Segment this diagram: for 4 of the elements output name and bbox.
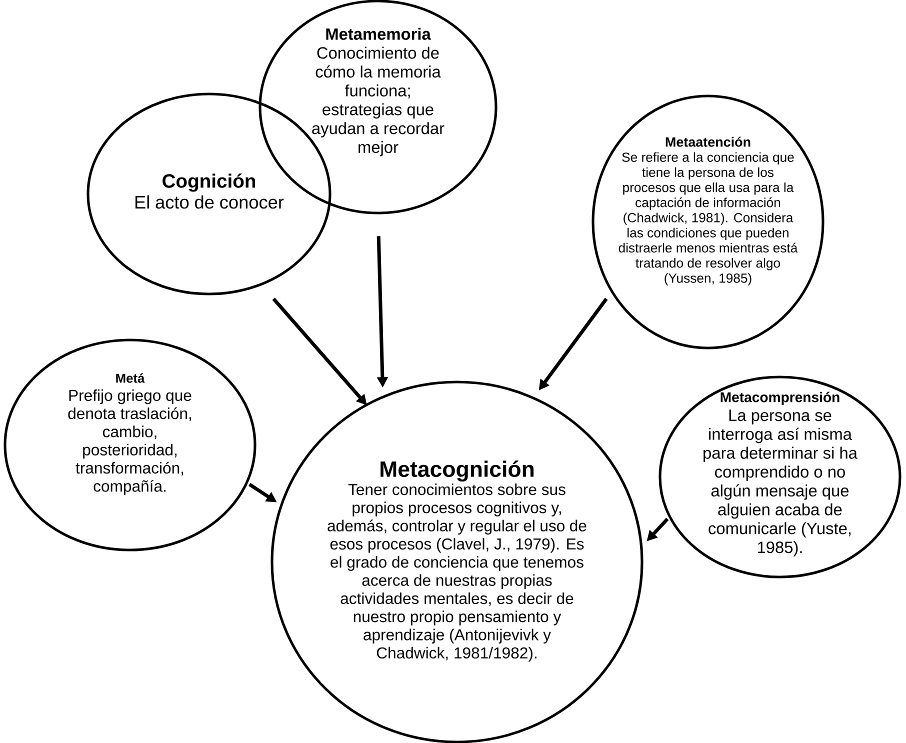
- circle-node: Metá Prefijo griego que denota traslación, cambio, posterioridad, transformación, compañía.: [4, 338, 256, 552]
- circle-node: Metacognición Tener conocimientos sobre sus propios procesos cognitivos y, además, controlar y regular el uso de esos procesos (Clavel, J., 1979). Es el grado de conciencia que tenemos acerca de nuestras propias actividades mentales, es decir de nuestro propio pensamiento y aprendizaje (Antonijevivk y Chadwick, 1981/1982).: [270, 380, 644, 743]
- circle-node: Metaatención Se refiere a la conciencia que tiene la persona de los procesos que ella usa para la captación de información (Chadwick, 1981). Considera las condiciones que pueden distraerle menos mientras está tratando de resolver algo (Yussen, 1985): [592, 94, 824, 350]
- circle-node: Metacomprensión La persona se interroga así misma para determinar si ha comprendido o no algún mensaje que alguien acaba de comunicarle (Yuste, 1985).: [658, 376, 902, 578]
